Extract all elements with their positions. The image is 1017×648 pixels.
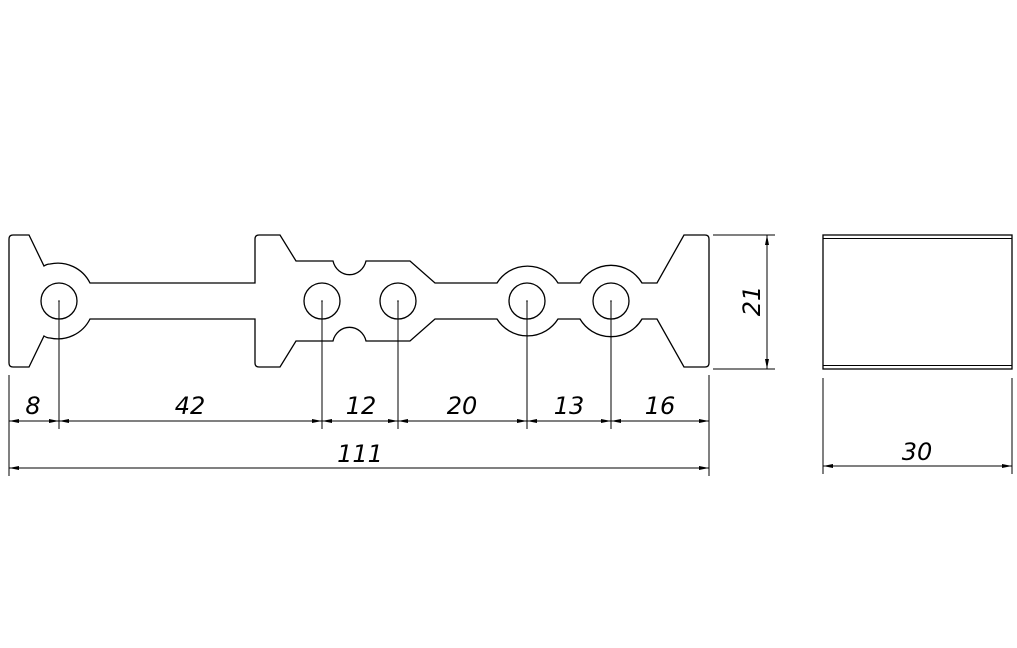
dim-12: 12 <box>346 392 377 420</box>
dim-42: 42 <box>175 392 206 420</box>
extension-lines <box>8 234 1013 476</box>
dim-13: 13 <box>554 392 585 420</box>
dim-side-width: 30 <box>902 438 933 466</box>
dim-overall-length: 111 <box>337 440 383 468</box>
part-outline-front-view <box>8 234 710 368</box>
dim-8: 8 <box>25 392 40 420</box>
chain-dimension-lines <box>9 235 1012 470</box>
dim-16: 16 <box>645 392 676 420</box>
dim-height: 21 <box>738 286 766 317</box>
dim-20: 20 <box>447 392 478 420</box>
holes <box>40 282 630 320</box>
side-view <box>822 234 1013 370</box>
